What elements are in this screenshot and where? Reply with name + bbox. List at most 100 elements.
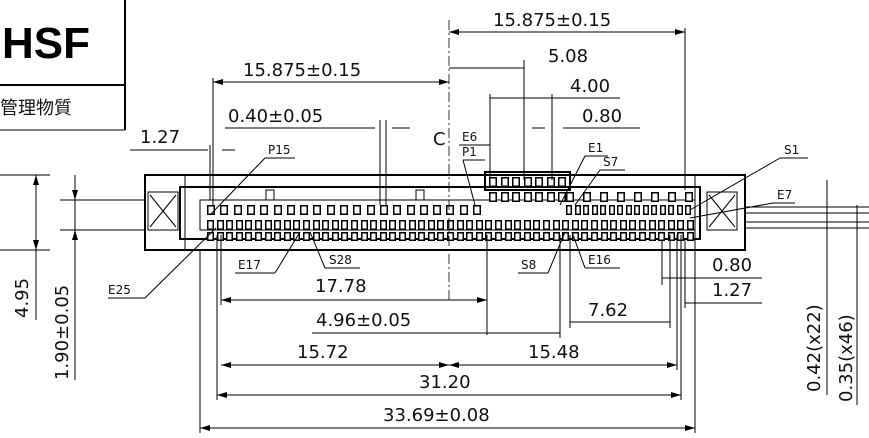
dim-15-48: 15.48 xyxy=(528,342,580,363)
right-upper-pin-pad-inner xyxy=(618,193,624,201)
lower-pin-pad-inner xyxy=(227,221,232,229)
lower-pin-pad-inner xyxy=(371,221,376,229)
upper-pin-pad-inner xyxy=(328,206,334,214)
title-block-code: HSF xyxy=(2,19,90,68)
dim-31-20: 31.20 xyxy=(419,372,471,393)
upper-pin-pad-inner xyxy=(408,206,414,214)
right-upper-pin-pad-inner xyxy=(678,206,682,214)
lower-pin-pad-inner xyxy=(467,221,472,229)
right-upper-pin-pad-inner xyxy=(644,206,648,214)
lower-pin-pad-inner xyxy=(314,233,319,240)
upper-pin-pad-inner xyxy=(341,206,347,214)
upper-pin-pad-inner xyxy=(248,206,254,214)
upper-pin-pad-inner xyxy=(235,206,241,214)
lower-pin-pad-inner xyxy=(592,233,597,240)
label-S28: S28 xyxy=(329,253,352,267)
lower-pin-pad-inner xyxy=(381,233,386,240)
raised-pin-pad-inner xyxy=(525,178,531,186)
lower-pin-pad-inner xyxy=(285,233,290,240)
raised-pin-pad-inner xyxy=(536,178,542,186)
label-E6: E6 xyxy=(462,130,477,144)
lower-pin-pad-inner xyxy=(342,221,347,229)
raised-pin-pad-inner xyxy=(536,193,542,201)
lower-pin-pad-inner xyxy=(266,233,271,240)
lower-pin-pad-inner xyxy=(371,233,376,240)
pin-rows xyxy=(207,177,694,241)
upper-pin-pad-inner xyxy=(354,206,360,214)
raised-pin-pad-inner xyxy=(559,178,565,186)
lower-pin-pad-inner xyxy=(323,233,328,240)
lower-pin-pad-inner xyxy=(275,221,280,229)
right-upper-pin-pad-inner xyxy=(652,206,656,214)
lower-pin-pad-inner xyxy=(275,233,280,240)
raised-pin-pad-inner xyxy=(559,193,565,201)
dim-5-08: 5.08 xyxy=(548,46,588,67)
lower-pin-pad-inner xyxy=(467,233,472,240)
upper-pin-pad-inner xyxy=(381,206,387,214)
upper-pin-pad-inner xyxy=(275,206,281,214)
lower-pin-pad-inner xyxy=(496,233,501,240)
lower-pin-pad-inner xyxy=(448,221,453,229)
label-E16: E16 xyxy=(588,253,611,267)
lower-pin-pad-inner xyxy=(630,221,635,229)
lower-pin-pad-inner xyxy=(534,221,539,229)
lower-pin-pad-inner xyxy=(602,221,607,229)
lower-pin-pad-inner xyxy=(582,221,587,229)
lower-pin-pad-inner xyxy=(573,233,578,240)
right-upper-pin-pad-inner xyxy=(584,193,590,201)
right-upper-pin-pad-inner xyxy=(686,206,690,214)
lower-pin-pad-inner xyxy=(323,221,328,229)
label-S7: S7 xyxy=(603,155,618,169)
dim-0-80-top: 0.80 xyxy=(582,106,622,127)
label-P1: P1 xyxy=(462,145,477,159)
lower-pin-pad-inner xyxy=(506,233,511,240)
upper-pin-pad-inner xyxy=(221,206,227,214)
right-upper-pin-pad-inner xyxy=(610,206,614,214)
right-upper-pin-pad-inner xyxy=(593,206,597,214)
lower-pin-pad-inner xyxy=(477,233,482,240)
lower-pin-pad-inner xyxy=(419,221,424,229)
upper-pin-pad-inner xyxy=(394,206,400,214)
title-block-note: 管理物質 xyxy=(0,98,72,119)
lower-pin-pad-inner xyxy=(650,221,655,229)
upper-pin-pad-inner xyxy=(368,206,374,214)
dimension-texts: 15.875±0.15 15.875±0.15 5.08 4.00 0.80 0… xyxy=(12,10,857,426)
upper-pin-pad-inner xyxy=(461,206,467,214)
lower-pin-pad-inner xyxy=(294,221,299,229)
right-upper-pin-pad-inner xyxy=(669,193,675,201)
arrowheads xyxy=(33,29,695,431)
lower-pin-pad-inner xyxy=(333,221,338,229)
lower-pin-pad-inner xyxy=(352,233,357,240)
lower-pin-pad-inner xyxy=(611,233,616,240)
lower-pin-pad-inner xyxy=(554,233,559,240)
raised-pin-pad-inner xyxy=(548,178,554,186)
lower-pin-pad-inner xyxy=(486,221,491,229)
lower-pin-pad-inner xyxy=(688,221,693,229)
lower-pin-pad-inner xyxy=(688,233,693,240)
lower-pin-pad-inner xyxy=(669,233,674,240)
lower-pin-pad-inner xyxy=(246,233,251,240)
lower-pin-pad-inner xyxy=(486,233,491,240)
right-upper-pin-pad-inner xyxy=(669,206,673,214)
lower-pin-pad-inner xyxy=(544,221,549,229)
dim-0-35: 0.35(x46) xyxy=(836,314,857,402)
lower-pin-pad-inner xyxy=(429,233,434,240)
raised-pin-pad-inner xyxy=(525,193,531,201)
lower-pin-pad-inner xyxy=(678,221,683,229)
upper-pin-pad-inner xyxy=(288,206,294,214)
dim-4-00: 4.00 xyxy=(570,76,610,97)
lower-pin-pad-inner xyxy=(342,233,347,240)
dim-0-40: 0.40±0.05 xyxy=(228,106,323,127)
upper-pin-pad-inner xyxy=(474,206,480,214)
dim-7-62: 7.62 xyxy=(588,300,628,321)
right-upper-pin-pad-inner xyxy=(601,206,605,214)
lower-pin-pad-inner xyxy=(390,233,395,240)
lower-pin-pad-inner xyxy=(563,233,568,240)
lower-pin-pad-inner xyxy=(477,221,482,229)
raised-pin-pad-inner xyxy=(490,178,496,186)
lower-pin-pad-inner xyxy=(218,221,223,229)
upper-pin-pad-inner xyxy=(447,206,453,214)
lower-pin-pad-inner xyxy=(630,233,635,240)
right-upper-pin-pad-inner xyxy=(584,206,588,214)
